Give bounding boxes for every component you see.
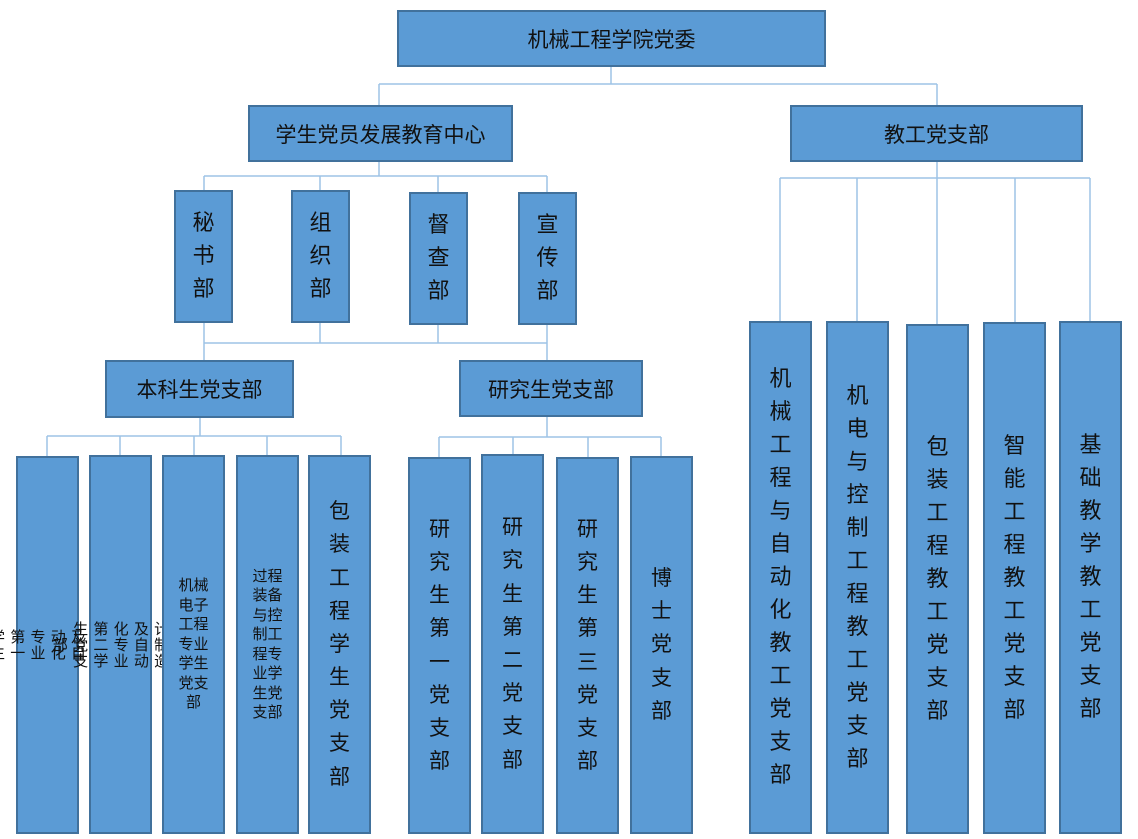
root-node: 机械工程学院党委 xyxy=(397,10,826,67)
grad-branch-node: 研究生党支部 xyxy=(459,360,643,417)
department-publicity: 宣传部 xyxy=(518,192,577,325)
undergrad-unit-3: 机械电子工程专业学生党支部 xyxy=(162,455,225,834)
grad-unit-2: 研究生第二党支部 xyxy=(481,454,544,834)
undergrad-unit-2: 机械设计制造及自动化专业第二学生党支部 xyxy=(51,455,190,834)
student-center-node: 学生党员发展教育中心 xyxy=(248,105,513,162)
undergrad-unit-5: 包装工程学生党支部 xyxy=(308,455,371,834)
faculty-unit-5: 基础教学教工党支部 xyxy=(1059,321,1122,834)
department-secretary: 秘书部 xyxy=(174,190,233,323)
department-organization: 组织部 xyxy=(291,190,350,323)
grad-unit-4: 博士党支部 xyxy=(630,456,693,834)
faculty-branch-node: 教工党支部 xyxy=(790,105,1083,162)
faculty-unit-1: 机械工程与自动化教工党支部 xyxy=(749,321,812,834)
department-supervision: 督查部 xyxy=(409,192,468,325)
undergrad-unit-1: 机械设计制造及自动化专业第一学生党支部 xyxy=(0,456,148,834)
faculty-unit-4: 智能工程教工党支部 xyxy=(983,322,1046,834)
grad-unit-3: 研究生第三党支部 xyxy=(556,457,619,834)
faculty-unit-3: 包装工程教工党支部 xyxy=(906,324,969,834)
undergrad-branch-node: 本科生党支部 xyxy=(105,360,294,418)
faculty-unit-2: 机电与控制工程教工党支部 xyxy=(826,321,889,834)
grad-unit-1: 研究生第一党支部 xyxy=(408,457,471,834)
undergrad-unit-4: 过程装备与控制工程专业学生党支部 xyxy=(236,455,299,834)
